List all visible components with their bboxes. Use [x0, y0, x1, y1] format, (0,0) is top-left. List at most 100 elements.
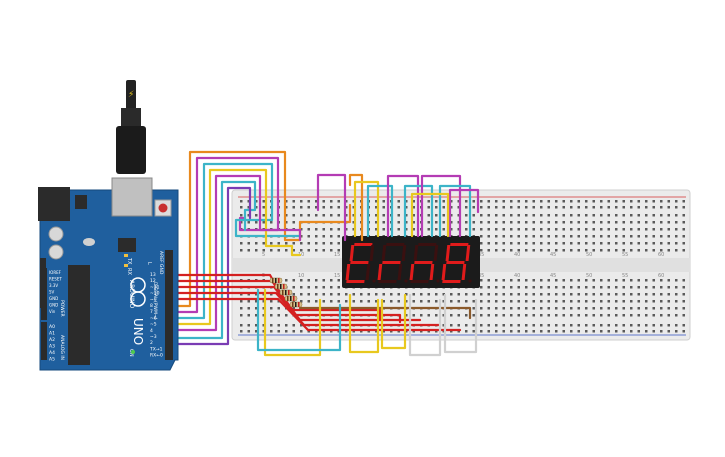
breadboard-hole	[480, 214, 483, 217]
breadboard-hole	[532, 242, 535, 245]
wire-yellow-bottom-2[interactable]	[348, 293, 380, 354]
breadboard-hole	[360, 300, 363, 303]
breadboard-hole	[517, 228, 520, 231]
breadboard-hole	[247, 200, 250, 203]
breadboard-hole	[465, 293, 468, 296]
breadboard-hole	[525, 324, 528, 327]
breadboard-hole	[412, 330, 415, 333]
wire-cyan-bottom[interactable]	[256, 288, 342, 352]
resistors[interactable]	[269, 277, 303, 308]
breadboard-hole	[450, 293, 453, 296]
breadboard-hole	[660, 324, 663, 327]
breadboard-hole	[577, 324, 580, 327]
wire-purple-short[interactable]	[166, 186, 252, 346]
breadboard-hole	[667, 242, 670, 245]
breadboard-hole	[532, 324, 535, 327]
breadboard-hole	[292, 214, 295, 217]
breadboard-hole	[405, 300, 408, 303]
breadboard-hole	[480, 221, 483, 224]
wire-magenta-3[interactable]	[166, 174, 302, 332]
wire-cyan-2[interactable]	[166, 180, 257, 340]
resistor[interactable]	[274, 283, 288, 290]
wire-magenta-top[interactable]	[386, 174, 420, 238]
breadboard-hole	[600, 300, 603, 303]
breadboard-hole	[585, 324, 588, 327]
arduino-uno[interactable]: ⚡ ARDUINO UNO ON TX RX L DIGITAL (PWM~)	[38, 80, 179, 371]
breadboard-hole	[397, 293, 400, 296]
wire-red-3[interactable]	[166, 285, 422, 322]
breadboard-hole	[450, 324, 453, 327]
wire-cyan-top-2[interactable]	[403, 184, 434, 238]
display-body	[342, 236, 480, 288]
wire-red-5[interactable]	[166, 297, 462, 332]
power-pin-label: Vin	[49, 309, 56, 314]
breadboard-hole	[570, 324, 573, 327]
wire-white-bottom-2[interactable]	[443, 293, 478, 354]
wire-yellow-bottom-1[interactable]	[263, 288, 322, 357]
resistor-band	[292, 302, 294, 307]
breadboard-hole	[375, 221, 378, 224]
breadboard-hole	[540, 206, 543, 209]
wire-magenta-2[interactable]	[316, 173, 347, 242]
wire-cyan-top[interactable]	[366, 184, 394, 238]
breadboard-hole	[667, 293, 670, 296]
breadboard-hole	[472, 307, 475, 310]
segment-b	[465, 245, 471, 261]
breadboard-hole	[240, 242, 243, 245]
breadboard-hole	[532, 214, 535, 217]
breadboard-hole	[555, 235, 558, 238]
resistor[interactable]	[269, 277, 283, 284]
wire-orange[interactable]	[166, 150, 294, 308]
wire-red-4[interactable]	[166, 291, 442, 327]
wire-orange-2[interactable]	[290, 173, 364, 242]
breadboard-hole	[322, 249, 325, 252]
breadboard-hole	[495, 214, 498, 217]
resistor[interactable]	[279, 289, 293, 296]
segment-g	[382, 261, 401, 264]
wire-yellow-bottom-3[interactable]	[380, 293, 407, 350]
breadboard-hole	[645, 200, 648, 203]
breadboard-hole	[307, 293, 310, 296]
wire-magenta-top-3[interactable]	[448, 188, 480, 238]
breadboard-hole	[457, 214, 460, 217]
wire-yellow-top[interactable]	[353, 180, 380, 238]
resistor[interactable]	[289, 301, 303, 308]
breadboard-hole	[450, 314, 453, 317]
breadboard-hole	[622, 286, 625, 289]
breadboard-hole	[637, 214, 640, 217]
breadboard-hole	[397, 200, 400, 203]
breadboard-hole	[322, 228, 325, 231]
breadboard-hole	[615, 228, 618, 231]
breadboard-hole	[622, 314, 625, 317]
breadboard-hole	[487, 330, 490, 333]
seven-segment-display[interactable]	[342, 236, 480, 288]
breadboard-hole	[585, 249, 588, 252]
digital-pin-label: 2	[150, 340, 153, 346]
breadboard-hole	[630, 314, 633, 317]
breadboard-hole	[472, 300, 475, 303]
wire-white-bottom[interactable]	[408, 293, 442, 357]
on-label: ON	[128, 349, 134, 357]
resistor[interactable]	[284, 295, 298, 302]
breadboard-hole	[652, 235, 655, 238]
breadboard-column-label: 60	[658, 252, 664, 258]
breadboard-hole	[630, 307, 633, 310]
breadboard-hole	[667, 221, 670, 224]
breadboard-hole	[322, 293, 325, 296]
wires[interactable]	[166, 150, 480, 357]
breadboard-hole	[315, 279, 318, 282]
breadboard-column-label: 45	[550, 252, 556, 258]
breadboard-hole	[307, 330, 310, 333]
wire-cyan-top-3[interactable]	[438, 184, 472, 238]
wire-yellow-top-2[interactable]	[410, 192, 450, 238]
power-pin-label: GND	[49, 303, 58, 308]
wire-magenta-top-2[interactable]	[420, 174, 462, 238]
wire-brown[interactable]	[298, 306, 472, 320]
breadboard-column-label: 55	[622, 252, 628, 258]
breadboard-hole	[525, 228, 528, 231]
breadboard-hole	[630, 242, 633, 245]
breadboard-hole	[525, 242, 528, 245]
breadboard-hole	[435, 214, 438, 217]
breadboard-hole	[637, 300, 640, 303]
